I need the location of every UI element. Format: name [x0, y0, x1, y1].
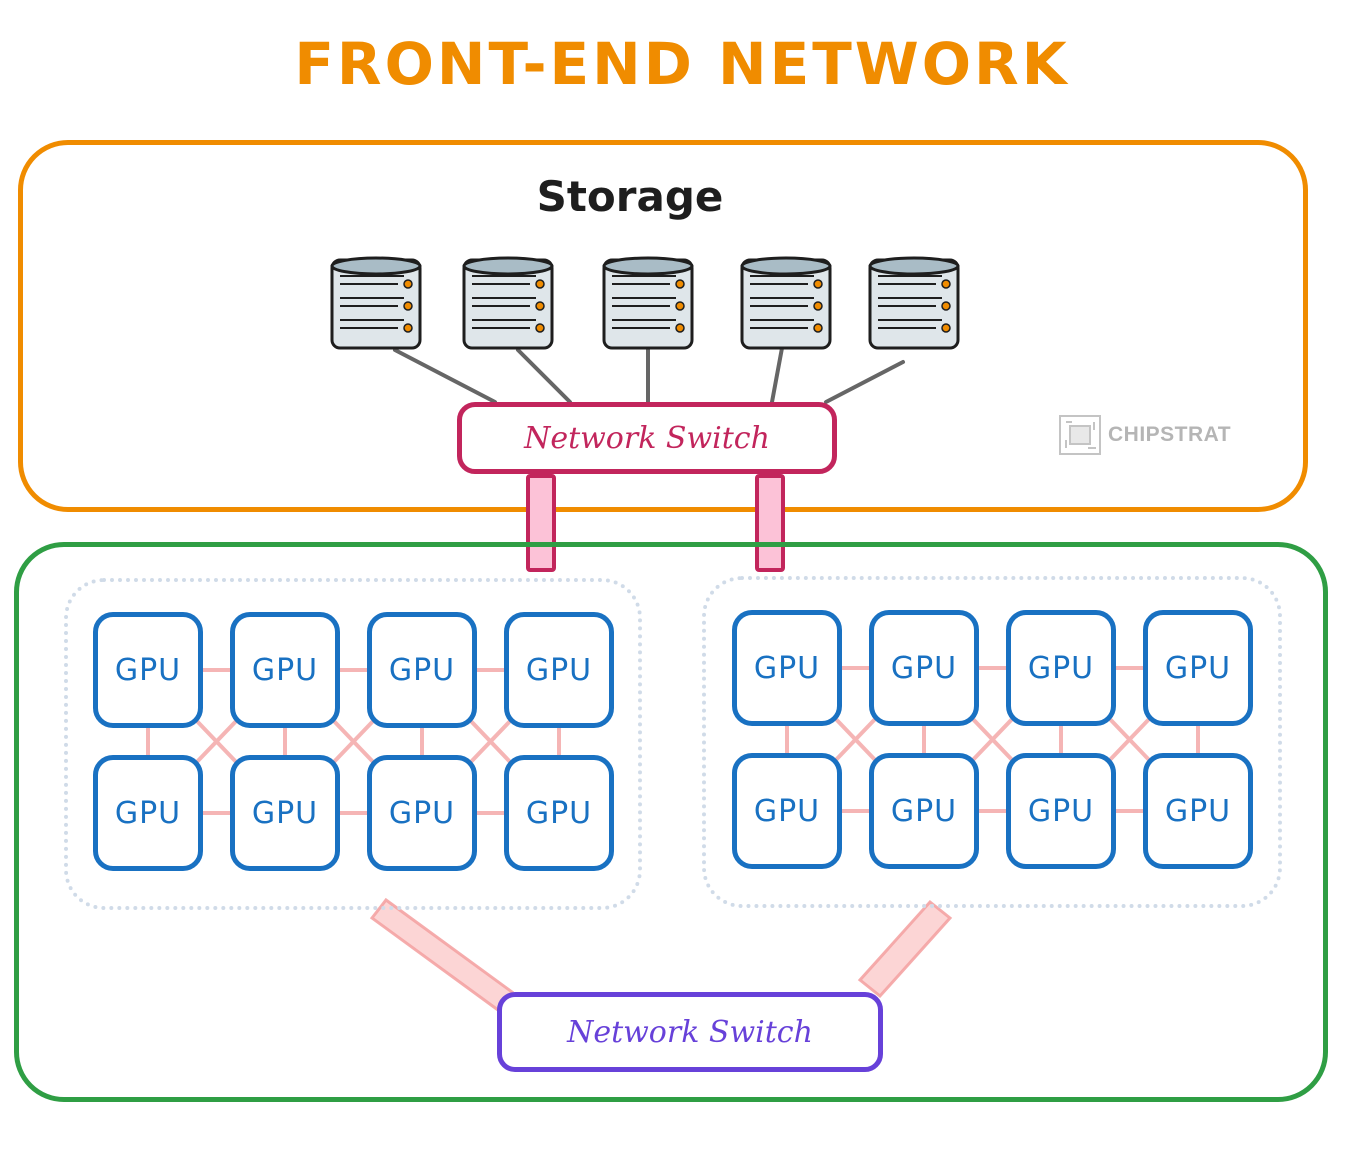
gpu-node[interactable]: GPU — [1143, 753, 1253, 869]
database-server-icon — [868, 256, 960, 350]
gpu-node[interactable]: GPU — [367, 612, 477, 728]
compute-cluster-panel — [14, 542, 1328, 1102]
gpu-node[interactable]: GPU — [869, 753, 979, 869]
frontend-network-panel — [18, 140, 1308, 512]
storage-cables — [393, 346, 905, 404]
storage-cable-1 — [393, 348, 497, 404]
gpu-node[interactable]: GPU — [732, 753, 842, 869]
gpu-node[interactable]: GPU — [869, 610, 979, 726]
backend-link-left — [369, 897, 515, 1013]
gpu-node[interactable]: GPU — [504, 612, 614, 728]
gpu-node[interactable]: GPU — [1143, 610, 1253, 726]
storage-servers — [330, 256, 960, 350]
gpu-node[interactable]: GPU — [1006, 610, 1116, 726]
backend-network-switch[interactable]: Network Switch — [497, 992, 883, 1072]
gpu-node[interactable]: GPU — [1006, 753, 1116, 869]
gpu-node[interactable]: GPU — [504, 755, 614, 871]
uplink-left — [526, 474, 556, 572]
watermark-text: CHIPSTRAT — [1108, 423, 1232, 446]
storage-cable-2 — [516, 348, 572, 404]
chipstrat-watermark: CHIPSTRAT — [1058, 414, 1231, 456]
database-server-icon — [740, 256, 832, 350]
storage-network-switch[interactable]: Network Switch — [457, 402, 837, 474]
uplink-right — [755, 474, 785, 572]
storage-cable-5 — [824, 360, 905, 404]
backend-link-right — [857, 899, 953, 999]
gpu-node[interactable]: GPU — [230, 612, 340, 728]
gpu-node[interactable]: GPU — [93, 755, 203, 871]
storage-cable-4 — [770, 346, 784, 404]
gpu-pod-2 — [702, 576, 1282, 908]
gpu-node[interactable]: GPU — [93, 612, 203, 728]
storage-label: Storage — [536, 172, 724, 221]
database-server-icon — [462, 256, 554, 350]
gpu-node[interactable]: GPU — [732, 610, 842, 726]
database-server-icon — [602, 256, 694, 350]
database-server-icon — [330, 256, 422, 350]
chip-logo-icon — [1059, 415, 1101, 455]
gpu-node[interactable]: GPU — [367, 755, 477, 871]
gpu-node[interactable]: GPU — [230, 755, 340, 871]
gpu-pod-1 — [64, 578, 642, 910]
diagram-title: FRONT-END NETWORK — [294, 30, 1070, 98]
